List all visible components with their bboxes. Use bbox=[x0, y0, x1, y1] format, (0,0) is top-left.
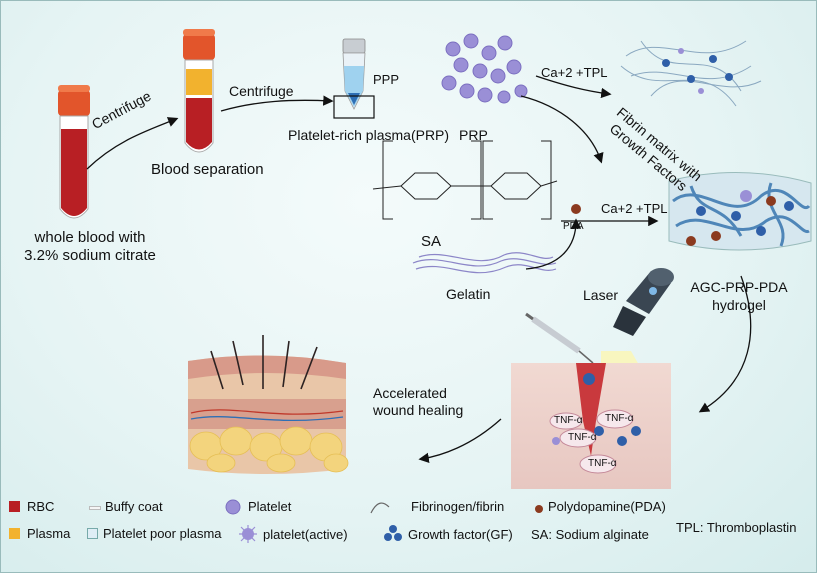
prp-label: PRP bbox=[459, 127, 488, 143]
centrifuge-label-2: Centrifuge bbox=[229, 83, 294, 99]
active-platelet-icon bbox=[239, 525, 257, 543]
tnf-label: TNF-α bbox=[554, 415, 583, 426]
outlined-square-icon bbox=[87, 528, 98, 539]
ppp-label: PPP bbox=[373, 72, 400, 87]
prp-tube-label: Platelet-rich plasma(PRP) bbox=[288, 127, 450, 143]
reaction-label-2: Ca+2 +TPL bbox=[601, 201, 668, 216]
tnf-label: TNF-α bbox=[568, 432, 597, 443]
healed-skin-icon bbox=[188, 335, 349, 474]
growth-factor-icon bbox=[384, 525, 402, 541]
legend-buffy-coat: Buffy coat bbox=[105, 499, 163, 514]
legend-growth-factor: Growth factor(GF) bbox=[408, 527, 513, 542]
process-arrows bbox=[86, 75, 752, 463]
syringe-icon bbox=[525, 312, 594, 364]
buffy-coat-line-icon bbox=[89, 506, 101, 510]
tnf-label: TNF-α bbox=[588, 458, 617, 469]
separated-blood-tube-icon bbox=[183, 29, 215, 153]
legend-pda: Polydopamine(PDA) bbox=[548, 499, 666, 514]
pda-label: PDA bbox=[563, 221, 584, 232]
brown-dot-icon bbox=[535, 505, 543, 513]
fibrin-strand-icon bbox=[370, 502, 390, 514]
whole-blood-tube-icon bbox=[58, 85, 90, 219]
yellow-square-icon bbox=[9, 528, 20, 539]
legend-active-platelet: platelet(active) bbox=[263, 527, 348, 542]
hydrogel-block-icon bbox=[668, 171, 812, 251]
prp-tube-icon bbox=[333, 38, 375, 119]
platelet-icon bbox=[225, 499, 241, 515]
hydrogel-label: AGC-PRP-PDA hydrogel bbox=[690, 279, 788, 313]
tnf-label: TNF-α bbox=[605, 413, 634, 424]
red-square-icon bbox=[9, 501, 20, 512]
legend-fibrin: Fibrinogen/fibrin bbox=[411, 499, 505, 514]
sodium-alginate-structure bbox=[372, 140, 558, 220]
fibrin-matrix-icon bbox=[620, 40, 762, 107]
gelatin-label: Gelatin bbox=[446, 286, 491, 302]
platelet-cluster-icon bbox=[441, 33, 528, 104]
wound-skin-icon bbox=[511, 363, 671, 489]
gelatin-strands-icon bbox=[412, 252, 557, 274]
accelerated-healing-label: Accelerated wound healing bbox=[373, 385, 464, 418]
legend-sodium-alginate: SA: Sodium alginate bbox=[531, 527, 649, 542]
legend-plasma: Plasma bbox=[27, 526, 71, 541]
laser-label: Laser bbox=[583, 287, 619, 303]
sa-label: SA bbox=[421, 233, 442, 250]
legend-thromboplastin: TPL: Thromboplastin bbox=[676, 520, 797, 535]
pda-dot-icon bbox=[571, 204, 581, 214]
legend-platelet-poor-plasma: Platelet poor plasma bbox=[103, 526, 222, 541]
legend-platelet: Platelet bbox=[248, 499, 292, 514]
reaction-label-1: Ca+2 +TPL bbox=[541, 65, 608, 80]
blood-separation-label: Blood separation bbox=[151, 161, 264, 178]
whole-blood-label: whole blood with 3.2% sodium citrate bbox=[24, 229, 156, 264]
legend-rbc: RBC bbox=[27, 499, 55, 514]
